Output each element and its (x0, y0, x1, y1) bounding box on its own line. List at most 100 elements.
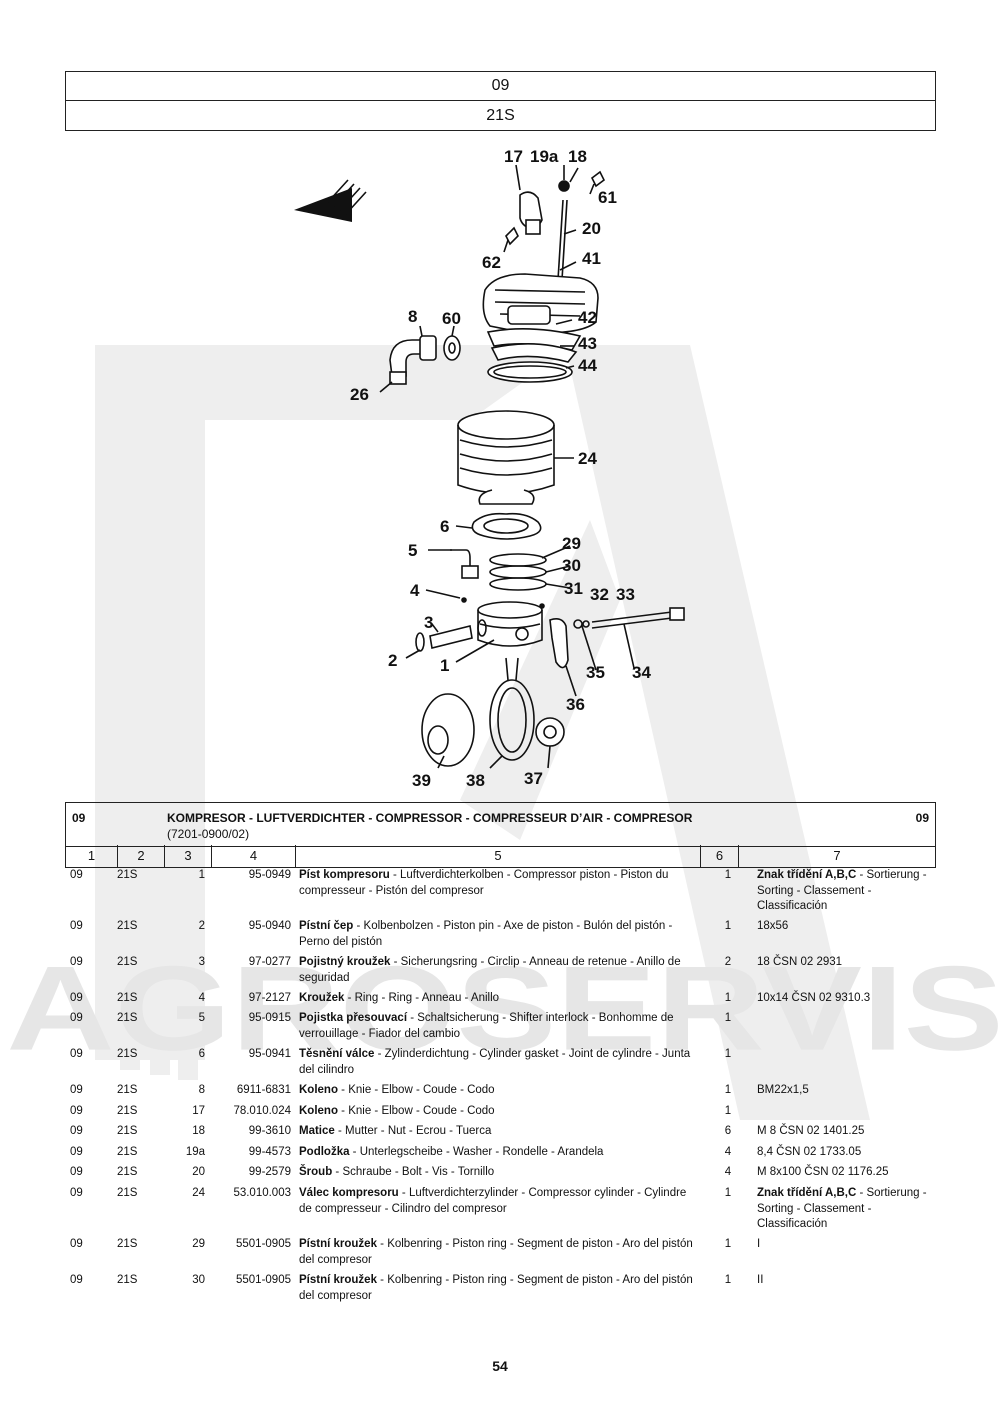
callout-2: 2 (388, 651, 397, 670)
part-position: 20 (192, 1166, 205, 1178)
callout-44: 44 (578, 356, 597, 375)
callout-60: 60 (442, 309, 461, 328)
part-quantity: 1 (724, 1187, 732, 1199)
header-model: 21S (66, 100, 935, 130)
part-position: 3 (198, 956, 205, 968)
part-note-text: II (757, 1274, 764, 1286)
part-description: Koleno - Knie - Elbow - Coude - Codo (299, 1083, 699, 1099)
part-model: 21S (117, 1238, 138, 1250)
part-group: 09 (70, 956, 83, 968)
part-name: Podložka (299, 1146, 350, 1158)
section-title: KOMPRESOR - LUFTVERDICHTER - COMPRESSOR … (167, 811, 693, 825)
part-number: 78.010.024 (233, 1105, 291, 1117)
callout-33: 33 (616, 585, 635, 604)
part-note: 8,4 ČSN 02 1733.05 (757, 1145, 929, 1161)
part-description: Válec kompresoru - Luftverdichterzylinde… (299, 1186, 699, 1217)
callout-20: 20 (582, 219, 601, 238)
part-row: 09 21S 17 78.010.024 Koleno - Knie - Elb… (65, 1104, 935, 1124)
section-group-left: 09 (72, 811, 86, 825)
part-position: 2 (198, 920, 205, 932)
column-header-4: 4 (212, 845, 296, 867)
part-quantity: 4 (724, 1166, 732, 1178)
part-position: 8 (198, 1084, 205, 1096)
part-description: Pojistka přesouvací - Schaltsicherung - … (299, 1011, 699, 1042)
part-name: Pojistný kroužek (299, 956, 391, 968)
part-row: 09 21S 2 95-0940 Pístní čep - Kolbenbolz… (65, 919, 935, 955)
part-model: 21S (117, 1084, 138, 1096)
callout-18: 18 (568, 147, 587, 166)
callout-29: 29 (562, 534, 581, 553)
part-translations: - Knie - Elbow - Coude - Codo (337, 1105, 495, 1117)
header-box: 09 21S (65, 71, 936, 131)
part-translations: - Schraube - Bolt - Vis - Tornillo (332, 1166, 495, 1178)
callout-1: 1 (440, 656, 449, 675)
part-description: Pístní kroužek - Kolbenring - Piston rin… (299, 1273, 699, 1304)
column-header-row: 1 2 3 4 5 6 7 (65, 845, 936, 868)
part-group: 09 (70, 1012, 83, 1024)
part-number: 95-0940 (248, 920, 291, 932)
part-group: 09 (70, 869, 83, 881)
part-group: 09 (70, 992, 83, 1004)
callout-39: 39 (412, 771, 431, 790)
callout-42: 42 (578, 308, 597, 327)
part-number: 95-0941 (248, 1048, 291, 1060)
column-header-1: 1 (66, 845, 118, 867)
part-description: Pístní kroužek - Kolbenring - Piston rin… (299, 1237, 699, 1268)
callout-5: 5 (408, 541, 417, 560)
part-model: 21S (117, 920, 138, 932)
part-name: Pístní kroužek (299, 1274, 377, 1286)
part-group: 09 (70, 1048, 83, 1060)
callout-37: 37 (524, 769, 543, 788)
part-position: 17 (192, 1105, 205, 1117)
part-note-text: 8,4 ČSN 02 1733.05 (757, 1146, 862, 1158)
part-number: 5501-0905 (236, 1238, 291, 1250)
part-row: 09 21S 6 95-0941 Těsnění válce - Zylinde… (65, 1047, 935, 1083)
column-header-3: 3 (165, 845, 212, 867)
part-model: 21S (117, 1105, 138, 1117)
part-quantity: 1 (724, 1274, 732, 1286)
part-quantity: 1 (724, 1048, 732, 1060)
column-header-5: 5 (296, 845, 701, 867)
part-note-text: 18 ČSN 02 2931 (757, 956, 843, 968)
part-model: 21S (117, 956, 138, 968)
part-number: 99-4573 (248, 1146, 291, 1158)
part-position: 24 (192, 1187, 205, 1199)
part-number: 5501-0905 (236, 1274, 291, 1286)
part-number: 97-0277 (248, 956, 291, 968)
part-quantity: 1 (724, 869, 732, 881)
part-model: 21S (117, 992, 138, 1004)
part-number: 6911-6831 (236, 1084, 291, 1096)
part-quantity: 2 (724, 956, 732, 968)
part-row: 09 21S 29 5501-0905 Pístní kroužek - Kol… (65, 1237, 935, 1273)
part-note-bold: Znak třídění A,B,C (757, 869, 857, 881)
part-model: 21S (117, 869, 138, 881)
part-position: 6 (198, 1048, 205, 1060)
part-row: 09 21S 24 53.010.003 Válec kompresoru - … (65, 1186, 935, 1237)
part-note-bold: Znak třídění A,B,C (757, 1187, 857, 1199)
part-position: 4 (198, 992, 205, 1004)
part-row: 09 21S 8 6911-6831 Koleno - Knie - Elbow… (65, 1083, 935, 1104)
part-row: 09 21S 4 97-2127 Kroužek - Ring - Ring -… (65, 991, 935, 1011)
part-translations: - Kolbenring - Piston ring - Segment de … (299, 1274, 693, 1302)
part-name: Pístní čep (299, 920, 354, 932)
part-translations: - Ring - Ring - Anneau - Anillo (344, 992, 500, 1004)
part-note: II (757, 1273, 929, 1289)
part-note: 18 ČSN 02 2931 (757, 955, 929, 971)
part-number: 95-0915 (248, 1012, 291, 1024)
callout-31: 31 (564, 579, 583, 598)
part-group: 09 (70, 920, 83, 932)
part-note-text: M 8x100 ČSN 02 1176.25 (757, 1166, 889, 1178)
part-name: Matice (299, 1125, 335, 1137)
part-note-text: I (757, 1238, 761, 1250)
part-description: Podložka - Unterlegscheibe - Washer - Ro… (299, 1145, 699, 1161)
part-row: 09 21S 1 95-0949 Píst kompresoru - Luftv… (65, 868, 935, 919)
callout-4: 4 (410, 581, 420, 600)
part-name: Kroužek (299, 992, 345, 1004)
part-group: 09 (70, 1187, 83, 1199)
part-note: M 8x100 ČSN 02 1176.25 (757, 1165, 929, 1181)
part-model: 21S (117, 1166, 138, 1178)
part-row: 09 21S 19a 99-4573 Podložka - Unterlegsc… (65, 1145, 935, 1165)
callout-36: 36 (566, 695, 585, 714)
part-name: Koleno (299, 1105, 338, 1117)
part-translations: - Kolbenring - Piston ring - Segment de … (299, 1238, 693, 1266)
